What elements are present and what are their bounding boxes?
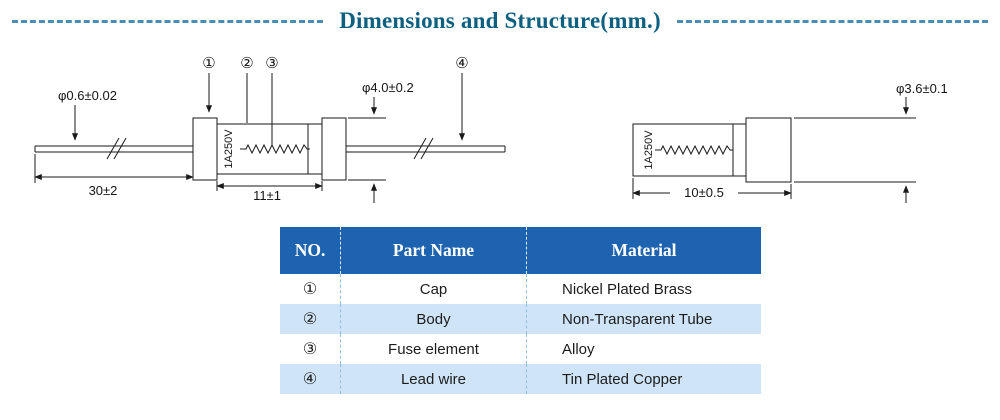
row-no: ① <box>302 281 318 298</box>
row-no: ③ <box>302 341 318 358</box>
fuse-element-zigzag <box>655 144 733 156</box>
break-mark <box>413 137 427 160</box>
break-mark <box>420 137 434 160</box>
dim-lead-diameter-label: φ0.6±0.02 <box>58 88 117 103</box>
row-material: Non-Transparent Tube <box>526 304 761 334</box>
table-row-body: ② Body Non-Transparent Tube <box>280 304 761 334</box>
parts-table: NO. Part Name Material ① Cap Nickel Plat… <box>280 227 761 394</box>
header-no: NO. <box>294 240 326 260</box>
dim-length: 10±0.5 <box>632 178 792 200</box>
header-part-name: Part Name <box>340 227 526 274</box>
dim-lead-length: 30±2 <box>34 154 194 198</box>
marking-label: 1A250V <box>643 130 655 170</box>
cap-right <box>745 117 792 183</box>
callout-3-label: ③ <box>265 55 278 72</box>
callout-2: ② <box>240 55 254 123</box>
callout-1-label: ① <box>202 55 215 72</box>
body-step <box>307 123 323 175</box>
callout-4-label: ④ <box>455 55 468 72</box>
row-material: Nickel Plated Brass <box>526 274 761 304</box>
dim-body-diameter: φ4.0±0.2 <box>348 80 414 203</box>
dim-body-length-label: 11±1 <box>253 188 281 203</box>
body-step <box>732 123 747 177</box>
row-material: Tin Plated Copper <box>526 364 761 394</box>
dim-body-diameter-label: φ4.0±0.2 <box>362 80 414 95</box>
dim-length-label: 10±0.5 <box>684 185 724 200</box>
row-material: Alloy <box>526 334 761 364</box>
table-header-row: NO. Part Name Material <box>280 227 761 274</box>
cap-left <box>192 117 218 181</box>
fuse-body <box>632 123 734 177</box>
table-row-cap: ① Cap Nickel Plated Brass <box>280 274 761 304</box>
fuse-body <box>216 123 309 175</box>
dim-lead-diameter: φ0.6±0.02 <box>58 88 117 141</box>
cap-right <box>321 117 347 181</box>
page-title: Dimensions and Structure(mm.) <box>339 8 661 33</box>
dim-lead-length-label: 30±2 <box>89 183 118 198</box>
right-fuse-diagram: 1A250V 10±0.5 φ3.6±0.1 <box>632 81 948 203</box>
marking-label: 1A250V <box>223 129 235 169</box>
dim-diameter-label: φ3.6±0.1 <box>896 81 948 96</box>
row-part-name: Cap <box>340 274 526 304</box>
title-dash-right <box>676 19 988 23</box>
title-dash-left <box>12 19 324 23</box>
left-fuse-diagram: 1A250V ① ② ③ ④ φ0.6±0.02 30±2 <box>34 55 506 203</box>
header-material: Material <box>526 227 761 274</box>
row-no: ④ <box>302 371 318 388</box>
fuse-element-zigzag <box>240 143 310 155</box>
row-part-name: Body <box>340 304 526 334</box>
dim-diameter: φ3.6±0.1 <box>794 81 948 203</box>
row-no: ② <box>302 311 318 328</box>
lead-wire-right <box>346 137 506 160</box>
callout-4: ④ <box>455 55 469 141</box>
lead-wire-left <box>34 137 193 160</box>
title-row: Dimensions and Structure(mm.) <box>0 8 1000 34</box>
table-row-fuse-element: ③ Fuse element Alloy <box>280 334 761 364</box>
callout-2-label: ② <box>240 55 253 72</box>
table-row-lead-wire: ④ Lead wire Tin Plated Copper <box>280 364 761 394</box>
dim-body-length: 11±1 <box>216 181 323 203</box>
break-mark <box>113 137 127 160</box>
row-part-name: Fuse element <box>340 334 526 364</box>
row-part-name: Lead wire <box>340 364 526 394</box>
break-mark <box>106 137 120 160</box>
callout-1: ① <box>202 55 216 113</box>
callout-3: ③ <box>265 55 279 146</box>
